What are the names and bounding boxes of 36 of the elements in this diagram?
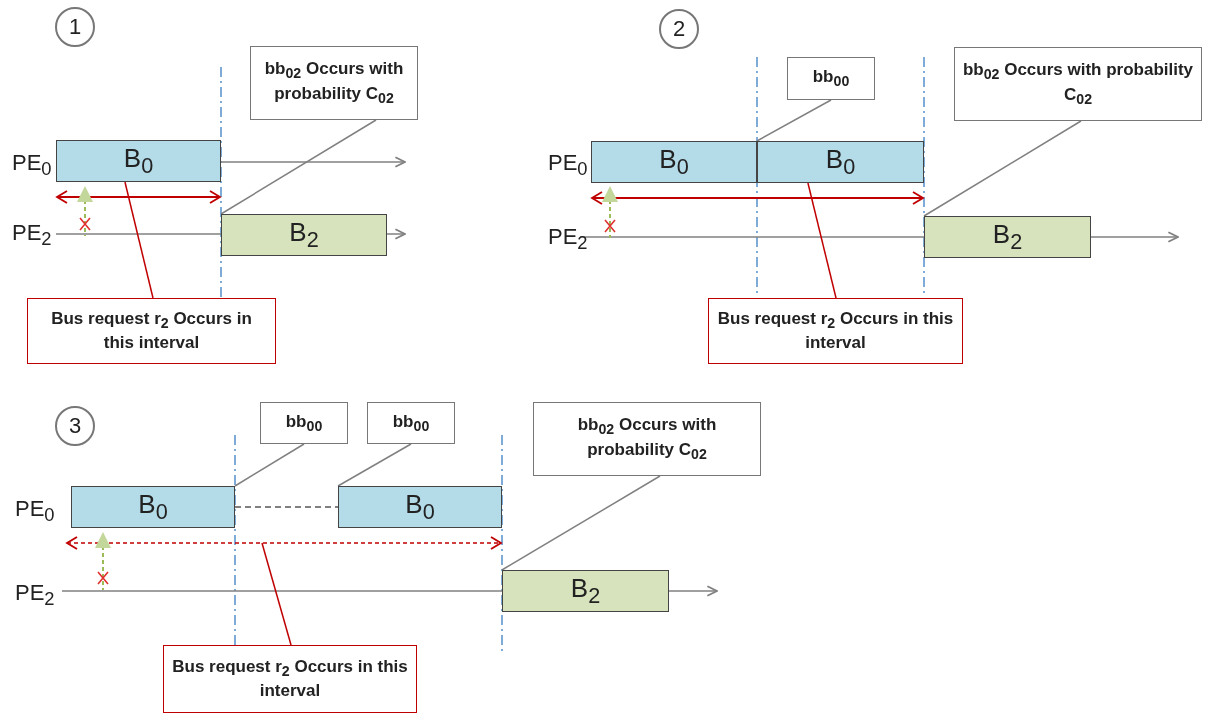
bus-block: B$_{0}$ <box>757 141 924 183</box>
leader-line <box>234 443 305 487</box>
lane-label: PE$_{2}$ <box>15 582 55 609</box>
callout-box: bb$_{02}$ Occurs with probability C$_{02}$ <box>250 46 418 120</box>
bus-block: B$_{2}$ <box>502 570 669 612</box>
bus-block: B$_{0}$ <box>71 486 235 528</box>
step-number: 1 <box>55 7 95 47</box>
lane-label: PE$_{0}$ <box>12 152 52 179</box>
callout-box: bb$_{00}$ <box>787 57 875 100</box>
dashed-connector <box>234 506 339 508</box>
step-number: 3 <box>55 406 95 446</box>
leader-line <box>337 443 412 487</box>
lane-label: PE$_{2}$ <box>548 226 588 253</box>
leader-line <box>807 182 837 299</box>
leader-line <box>220 119 377 215</box>
leader-line <box>124 181 154 299</box>
leader-line <box>923 120 1082 217</box>
bus-block: B$_{2}$ <box>221 214 387 256</box>
bus-block: B$_{0}$ <box>591 141 757 183</box>
callout-box: bb$_{00}$ <box>260 402 348 444</box>
lane-label: PE$_{2}$ <box>12 222 52 249</box>
leader-line <box>756 99 832 142</box>
callout-box: Bus request r$_{2}$ Occurs in this interval <box>708 298 963 364</box>
callout-box: Bus request r$_{2}$ Occurs in this interval <box>27 298 276 364</box>
bus-block: B$_{0}$ <box>338 486 502 528</box>
callout-box: bb$_{00}$ <box>367 402 455 444</box>
callout-box: bb$_{02}$ Occurs with probability C$_{02}$ <box>954 47 1202 121</box>
lane-label: PE$_{0}$ <box>15 498 55 525</box>
lane-label: PE$_{0}$ <box>548 152 588 179</box>
callout-box: Bus request r$_{2}$ Occurs in this interval <box>163 645 417 713</box>
leader-line <box>501 475 661 571</box>
bus-block: B$_{0}$ <box>56 140 221 182</box>
callout-box: bb$_{02}$ Occurs with probability C$_{02}$ <box>533 402 761 476</box>
leader-line <box>261 542 292 646</box>
step-number: 2 <box>659 9 699 49</box>
bus-block: B$_{2}$ <box>924 216 1091 258</box>
